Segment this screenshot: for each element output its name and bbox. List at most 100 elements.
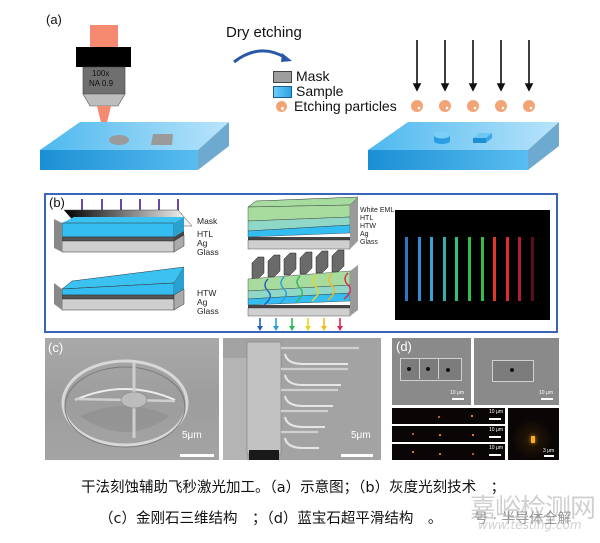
scale-bar-label: 5μm: [351, 430, 371, 441]
emitter-dot: [472, 434, 474, 436]
emission-stripe: [430, 237, 434, 301]
emitter-dot: [412, 433, 414, 435]
objective-collar: [76, 47, 131, 67]
particle-dot-icon: [276, 101, 287, 112]
sem-image-2: 10 μm: [474, 338, 559, 405]
objective-magnification: 100x: [92, 69, 110, 78]
emitter-dot: [439, 434, 441, 436]
panel-divider: [219, 338, 223, 460]
emission-arrows: [257, 318, 343, 331]
hole-dot: [426, 367, 430, 371]
laser-writing-illustration: [40, 25, 229, 170]
sample-swatch-icon: [273, 85, 292, 98]
substrate-top: [368, 122, 559, 150]
panel-c: (c) 5μm 5μm: [45, 338, 381, 460]
etching-arrows: [412, 40, 534, 92]
scale-bar: [489, 436, 501, 438]
divider: [419, 358, 420, 379]
laser-beam-top: [90, 25, 118, 47]
substrate-front: [40, 150, 198, 170]
substrate-side: [198, 122, 229, 170]
sem-cantilever-array: [223, 338, 381, 460]
fluorescence-closeup: 3 μm: [508, 408, 559, 460]
layer-label: Ag: [360, 231, 369, 238]
objective-aperture: NA 0.9: [89, 79, 114, 88]
emission-stripe: [417, 237, 421, 301]
objective-tip: [82, 93, 126, 107]
etching-result-illustration: [368, 40, 559, 170]
panel-d-label: (d): [396, 339, 412, 354]
etching-particles: [411, 100, 535, 112]
layer-labels-bottom-left: HTW Ag Glass: [197, 289, 219, 316]
etched-cylinder: [434, 131, 450, 144]
emission-stripe: [405, 237, 408, 301]
layer-label: Mask: [197, 216, 218, 226]
laser-focus-cone: [97, 106, 111, 135]
emission-stripe: [455, 237, 459, 301]
dry-etching-label: Dry etching: [226, 24, 302, 41]
mask-circle: [109, 135, 129, 145]
emission-stripe: [442, 237, 446, 301]
layer-label: HTL: [197, 229, 214, 239]
watermark-logo: 嘉峪检测网: [470, 494, 596, 524]
emission-stripe: [480, 237, 484, 301]
watermark-subtitle: 号 · 半导体全解: [474, 511, 572, 527]
hole-dot: [407, 367, 411, 371]
scale-bar-label: 10 μm: [489, 409, 503, 415]
fluorescence-strip-2: 10 μm: [392, 426, 505, 442]
emitter-dot: [472, 453, 474, 455]
scale-bar: [544, 455, 554, 457]
caption-line-1: 干法刻蚀辅助飞秒激光加工。（a）示意图；（b）灰度光刻技术 ；: [81, 480, 506, 496]
legend-item-particles: Etching particles: [273, 99, 397, 114]
stripe-container: [405, 237, 545, 307]
scale-bar-label: 10 μm: [489, 427, 503, 433]
layer-label: HTL: [360, 215, 374, 222]
oled-stack-illustration: [247, 196, 359, 331]
hole-dot: [446, 368, 450, 372]
panel-c-label: (c): [48, 340, 64, 355]
mask-square: [151, 134, 173, 145]
sem-image-1: (d) 10 μm: [392, 338, 471, 405]
fluorescence-strip-1: 10 μm: [392, 408, 505, 424]
scale-bar: [452, 398, 464, 400]
emission-stripe: [518, 237, 522, 301]
emission-stripes-photo: [395, 210, 550, 320]
emission-stripe: [505, 237, 509, 301]
grayscale-lithography-illustration: [54, 199, 193, 311]
hole-dot: [510, 368, 514, 372]
layer-label: HTW: [360, 223, 376, 230]
scale-bar-label: 10 μm: [489, 445, 503, 451]
emitter-dot: [439, 453, 441, 455]
scale-bar-label: 10 μm: [539, 390, 553, 396]
grating-bars: [251, 249, 345, 280]
emission-stripe: [468, 237, 471, 301]
scale-bar: [180, 454, 214, 457]
legend: Mask Sample Etching particles: [273, 69, 397, 114]
layer-label: Ag: [197, 297, 208, 307]
panel-a: (a) 100x NA 0.9 Dry etching: [0, 0, 600, 170]
emission-stripe: [531, 237, 534, 301]
substrate-side: [528, 122, 559, 170]
objective-body: [82, 66, 126, 95]
light-waves: [263, 272, 351, 306]
scale-bar: [341, 454, 373, 457]
curved-arrow-icon: [233, 49, 292, 64]
etched-block: [473, 133, 492, 143]
fluorescence-strip-3: 10 μm: [392, 444, 505, 460]
watermark-url: www.testing.com: [478, 518, 582, 532]
scale-bar-label: 3 μm: [543, 448, 555, 454]
emitter-dot: [438, 416, 440, 418]
substrate-front: [368, 150, 528, 170]
scale-bar-label: 5μm: [182, 430, 202, 441]
panel-a-label: (a): [46, 12, 62, 27]
substrate-top: [40, 122, 229, 150]
layer-labels-top-left: Mask HTL Ag Glass: [197, 217, 219, 257]
emitter-dot: [412, 451, 414, 453]
scale-bar: [541, 398, 553, 400]
panel-d: (d) 10 μm 10 μm 10 μm 10 μm 10 μm: [392, 338, 559, 460]
sem-disk-resonator: [61, 359, 189, 448]
layer-label: Glass: [360, 239, 378, 246]
legend-item-mask: Mask: [273, 69, 397, 84]
layer-label: Glass: [197, 306, 219, 316]
layer-label: Glass: [197, 247, 219, 257]
